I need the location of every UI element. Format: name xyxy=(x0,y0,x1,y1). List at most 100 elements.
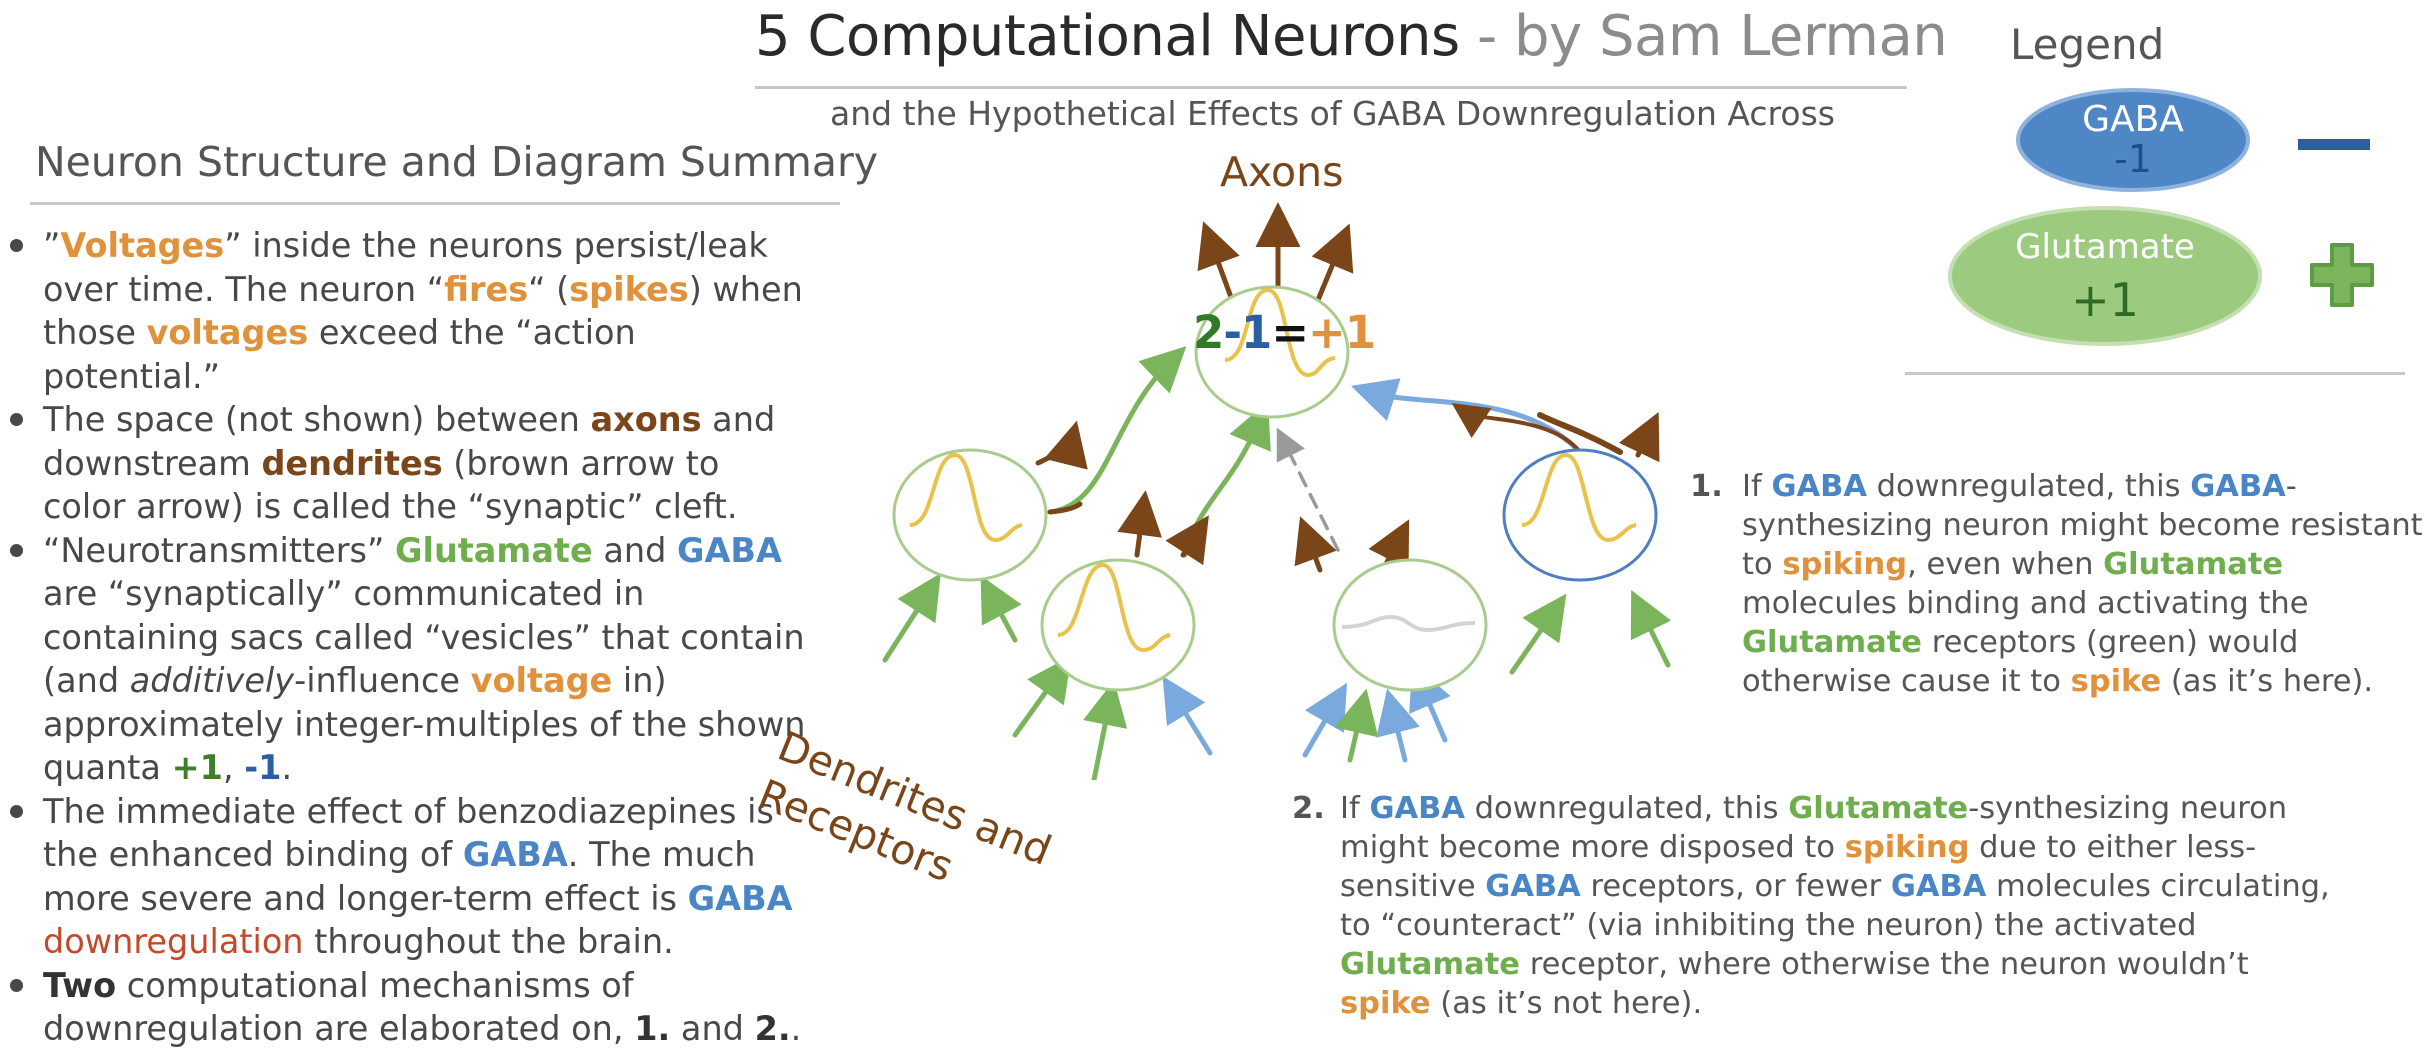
note-number: 1. xyxy=(1690,469,1723,504)
text-segment: downregulated, this xyxy=(1866,469,2191,504)
legend-divider xyxy=(1905,372,2405,375)
title-divider xyxy=(755,86,1907,89)
summary-item: ”Voltages” inside the neurons persist/le… xyxy=(8,224,808,398)
equation-equals: = xyxy=(1271,306,1309,359)
neuron-middle-right-quiet xyxy=(1332,558,1488,692)
gaba-dendrite-arrow xyxy=(1376,688,1420,763)
axon-arrow xyxy=(1165,515,1209,566)
text-segment: GABA xyxy=(677,530,782,570)
gaba-dendrite-arrow xyxy=(1162,675,1213,756)
text-segment: Two xyxy=(43,965,117,1005)
text-segment: GABA xyxy=(1771,469,1867,504)
text-segment: and xyxy=(670,1009,755,1048)
text-segment: ) when those xyxy=(43,269,803,353)
title-main: 5 Computational Neurons xyxy=(755,4,1460,69)
text-segment: “Neurotransmitters” xyxy=(43,530,395,570)
text-segment: spike xyxy=(2070,664,2162,699)
axon-link xyxy=(1047,501,1083,515)
equation-result: +1 xyxy=(1308,306,1376,359)
text-segment: -1 xyxy=(244,748,282,787)
equation-term-b: -1 xyxy=(1223,306,1272,359)
summary-item: The immediate effect of benzodiazepines … xyxy=(8,790,808,964)
text-segment: -synthesizing neuron might become more d… xyxy=(1340,791,2288,865)
text-segment: downregulation xyxy=(43,922,304,961)
axon-arrow xyxy=(1451,403,1582,454)
text-segment: additively xyxy=(129,661,295,700)
note-2: 2. If GABA downregulated, this Glutamate… xyxy=(1292,789,2342,1023)
note-body: If GABA downregulated, this GABA-synthes… xyxy=(1742,467,2426,701)
text-segment: +1 xyxy=(171,748,223,787)
text-segment: spikes xyxy=(569,269,689,309)
title-separator: - xyxy=(1459,4,1514,69)
text-segment: exceed the “action potential.” xyxy=(43,313,636,396)
text-segment: The space (not shown) between xyxy=(43,400,591,439)
gaba-value: -1 xyxy=(2114,137,2152,181)
text-segment: GABA xyxy=(687,878,793,918)
text-segment: “ ( xyxy=(528,269,570,309)
neuron-diagram xyxy=(882,202,1672,780)
gaba-label: GABA xyxy=(2082,99,2184,140)
text-segment: If xyxy=(1742,469,1772,504)
text-segment: downregulated, this xyxy=(1464,791,1789,826)
axon-arrow xyxy=(1035,420,1088,470)
glutamate-ellipse xyxy=(1948,206,2262,346)
summary-divider xyxy=(30,202,840,205)
summary-item: The space (not shown) between axons and … xyxy=(8,398,808,529)
text-segment: GABA xyxy=(1890,869,1987,904)
summary-item: Two computational mechanisms of downregu… xyxy=(8,964,808,1051)
axon-arrow xyxy=(1117,490,1162,558)
text-segment: molecules circulating, to “counteract” (… xyxy=(1340,869,2330,943)
gaba-dendrite-arrow xyxy=(1409,663,1451,743)
legend-glutamate: Glutamate +1 xyxy=(1948,206,2262,346)
glutamate-dendrite-arrow xyxy=(1012,655,1072,738)
text-segment: Glutamate xyxy=(2103,547,2284,582)
text-segment: in) approximately integer-multiples of t… xyxy=(43,661,806,787)
glutamate-dendrite-arrow xyxy=(980,575,1022,643)
text-segment: computational mechanisms of downregulati… xyxy=(43,965,635,1049)
text-segment: Glutamate xyxy=(394,530,593,570)
text-segment: -influence xyxy=(294,661,471,700)
neuron-middle-left xyxy=(1040,558,1196,692)
text-segment: . The much more severe and longer-term e… xyxy=(43,835,756,918)
axon-arrow xyxy=(1197,221,1240,303)
note-body: If GABA downregulated, this Glutamate-sy… xyxy=(1340,789,2342,1023)
legend-gaba: GABA -1 xyxy=(2016,88,2250,192)
text-segment: , even when xyxy=(1907,547,2104,582)
text-segment: due to either less-sensitive xyxy=(1340,830,2257,904)
glutamate-dendrite-arrow xyxy=(1334,688,1379,763)
neuron-top xyxy=(1194,285,1350,419)
inhibitory-dashed-arrow xyxy=(1276,427,1340,552)
page-title: 5 Computational Neurons - by Sam Lerman xyxy=(755,4,1948,69)
text-segment: spiking xyxy=(1782,547,1908,582)
text-segment: spiking xyxy=(1844,830,1970,865)
text-segment: throughout the brain. xyxy=(303,922,674,961)
text-segment: voltage xyxy=(470,661,613,700)
note-number: 2. xyxy=(1292,791,1325,826)
text-segment: , xyxy=(222,748,245,787)
text-segment: voltages xyxy=(146,313,309,352)
equation-term-a: 2 xyxy=(1193,306,1224,359)
note-1: 1. If GABA downregulated, this GABA-synt… xyxy=(1690,467,2426,701)
glutamate-label: Glutamate xyxy=(2015,227,2195,267)
glutamate-dendrite-arrow xyxy=(882,573,941,663)
text-segment: and downstream xyxy=(43,400,776,483)
glutamate-dendrite-arrow xyxy=(1083,680,1128,780)
summary-title: Neuron Structure and Diagram Summary xyxy=(35,138,879,186)
text-segment: receptor, where otherwise the neuron wou… xyxy=(1520,947,2249,982)
axons-label: Axons xyxy=(1220,148,1344,196)
axon-arrow xyxy=(1294,516,1337,573)
minus-icon xyxy=(2298,139,2370,150)
neuron-right-gaba xyxy=(1502,448,1658,582)
title-author: by Sam Lerman xyxy=(1513,4,1948,69)
legend-graphic: GABA -1 Glutamate +1 xyxy=(1948,88,2374,346)
text-segment: The immediate effect of benzodiazepines … xyxy=(43,791,774,875)
text-segment: molecules binding and activating the xyxy=(1742,586,2309,621)
text-segment: dendrites xyxy=(261,443,443,483)
axon-arrow xyxy=(1311,223,1354,303)
text-segment: Voltages xyxy=(60,226,225,265)
text-segment: -synthesizing neuron might become resist… xyxy=(1742,469,2423,582)
text-segment: 1. xyxy=(634,1009,671,1048)
text-segment: Glutamate xyxy=(1742,625,1922,660)
page-subtitle: and the Hypothetical Effects of GABA Dow… xyxy=(830,94,1835,133)
text-segment: fires xyxy=(444,269,529,309)
